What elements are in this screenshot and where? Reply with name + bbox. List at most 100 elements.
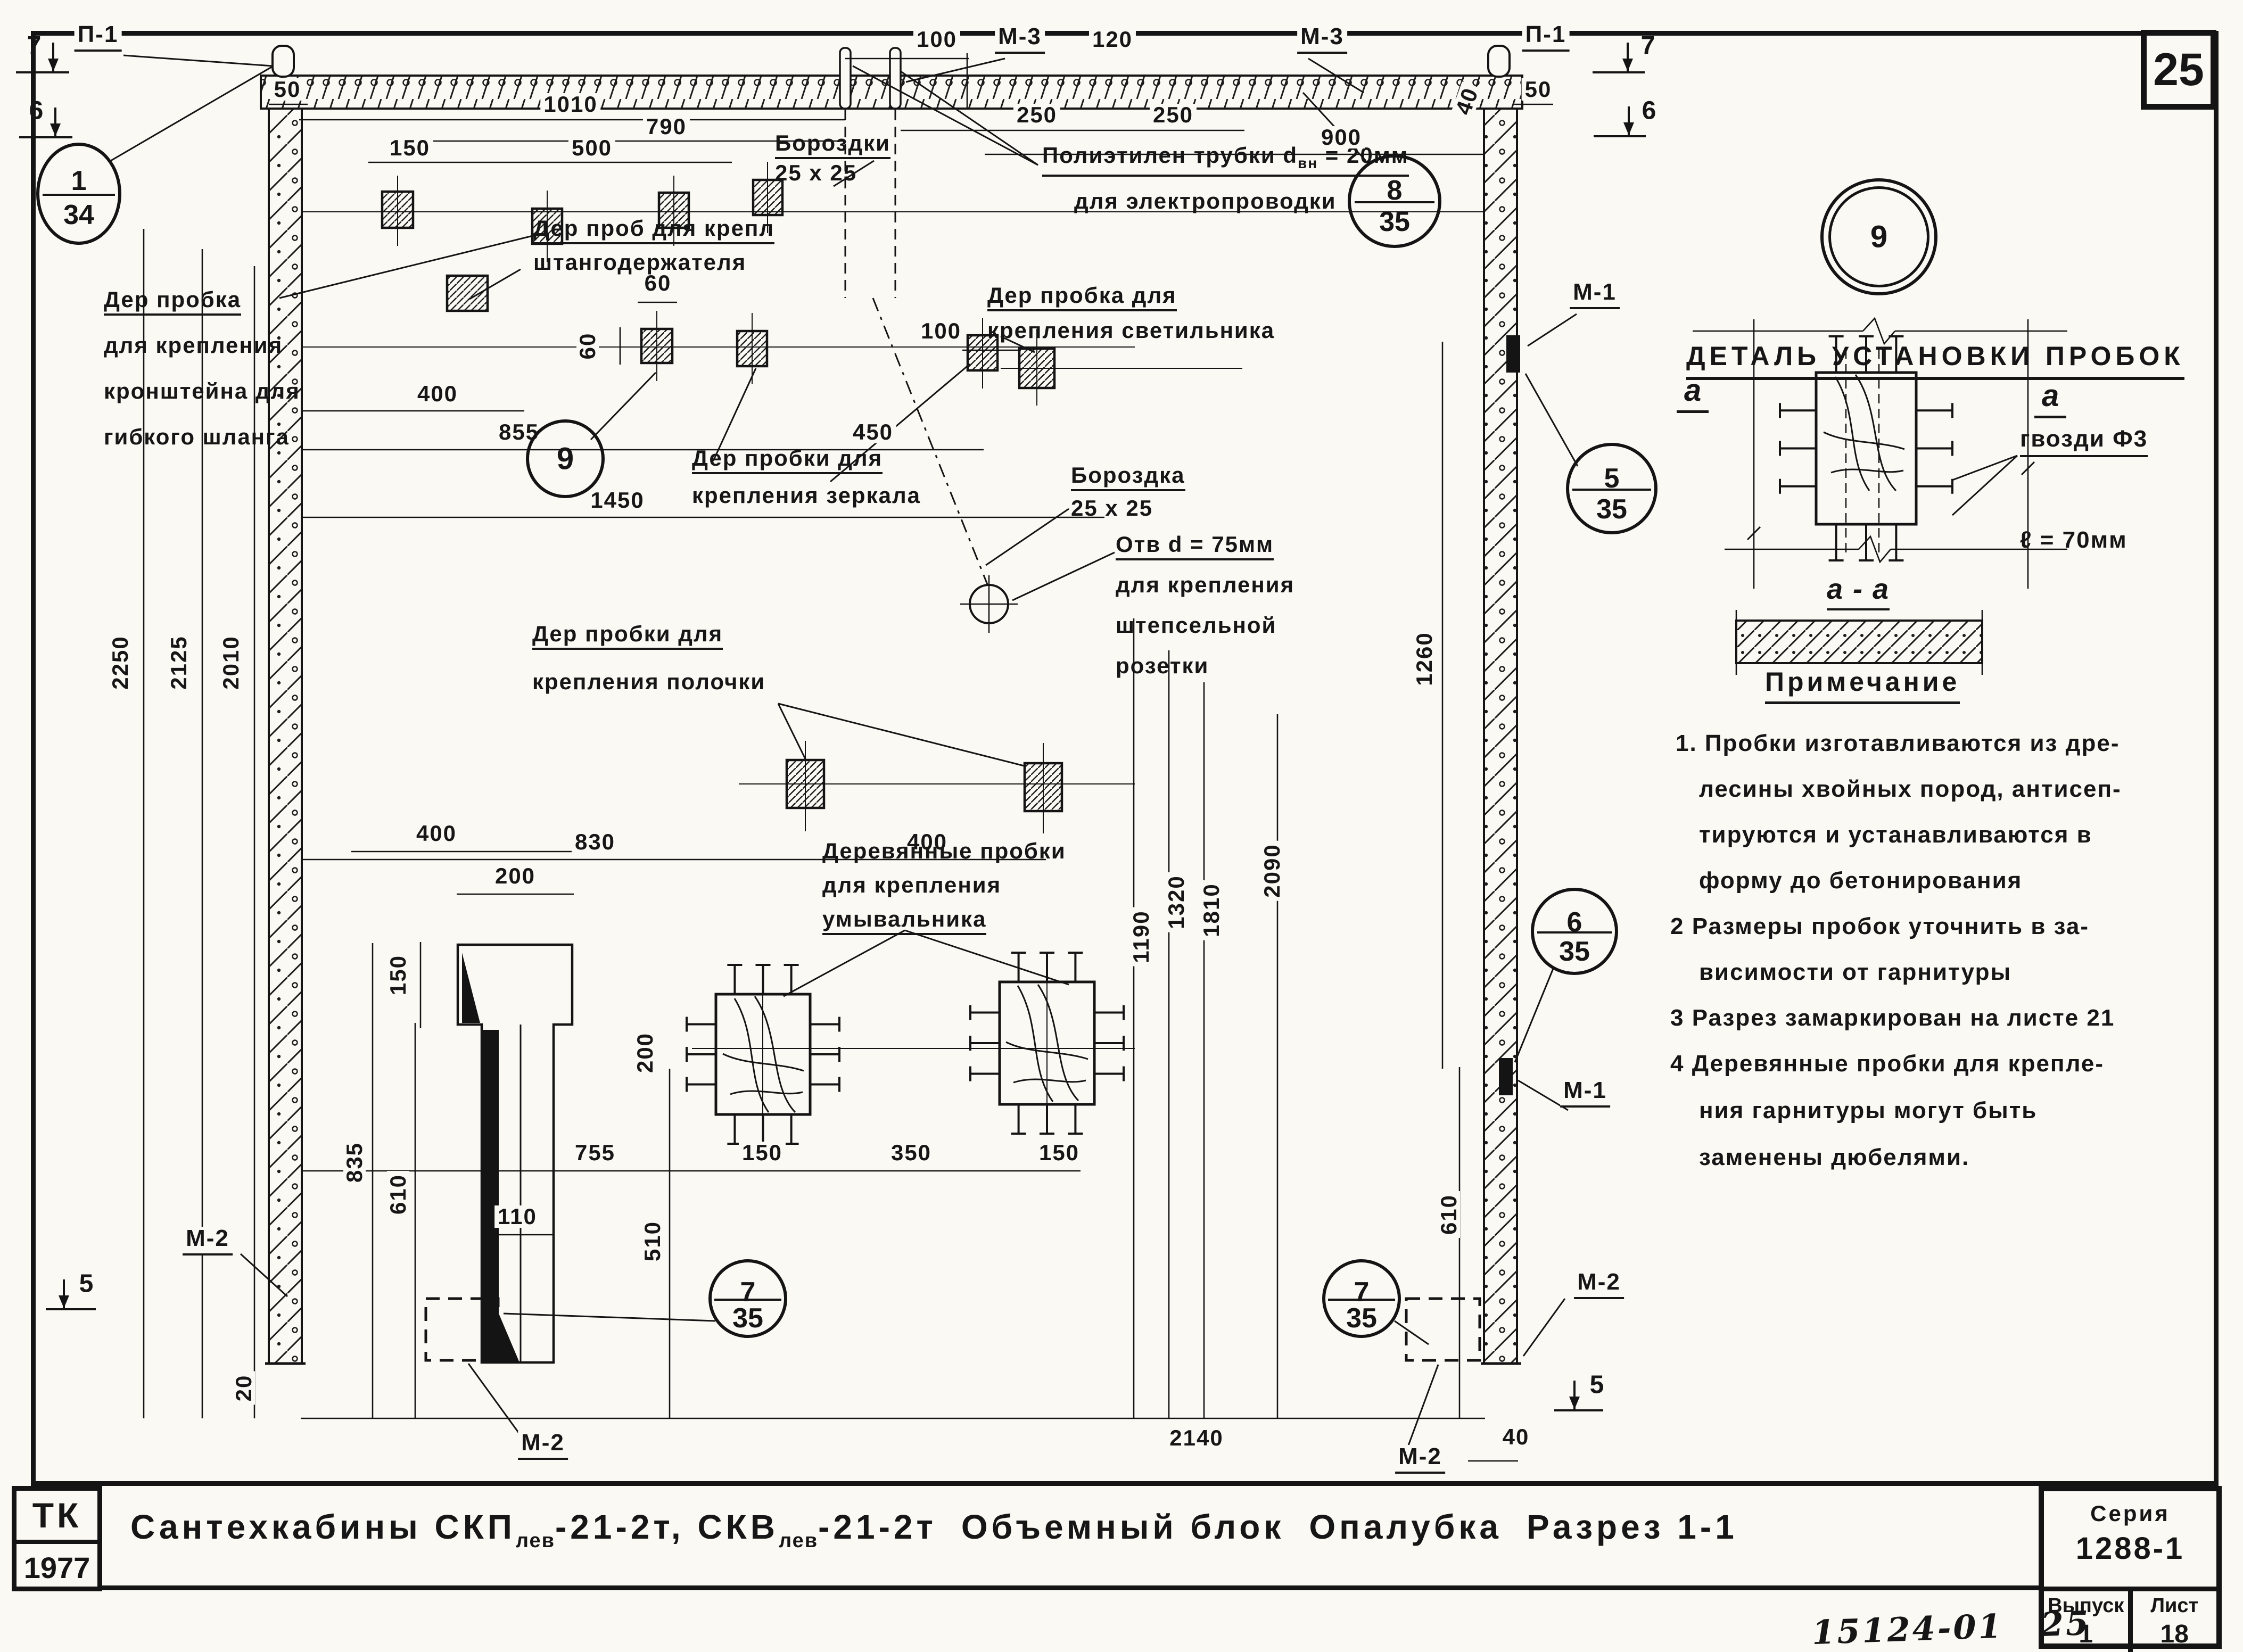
dimension-label: 2140 bbox=[1166, 1427, 1227, 1449]
doc-page: 25 bbox=[2040, 1603, 2092, 1645]
dimension-label: 1010 bbox=[540, 93, 601, 115]
marker-label: М-2 bbox=[518, 1431, 568, 1460]
note-line: форму до бетонирования bbox=[1699, 868, 2023, 894]
marker-label: М-1 bbox=[1570, 280, 1620, 309]
title-part: Опалубка bbox=[1309, 1508, 1502, 1546]
doc-number: 15124-01 bbox=[1811, 1606, 2004, 1652]
left-wall-cap bbox=[271, 45, 295, 78]
m1-marker-top bbox=[1506, 335, 1520, 373]
note-line: висимости от гарнитуры bbox=[1699, 959, 2012, 985]
section-a-right: a bbox=[2034, 378, 2067, 418]
dimension-label: 60 bbox=[575, 329, 600, 363]
note-line: 4 Деревянные пробки для крепле- bbox=[1670, 1051, 2104, 1077]
plug-installation-detail bbox=[1693, 317, 2067, 675]
dimension-label: 350 bbox=[887, 1142, 935, 1164]
dimension-label: 790 bbox=[642, 115, 690, 138]
stamp-year: 1977 bbox=[23, 1550, 90, 1584]
sheet-number-box: 25 bbox=[2141, 30, 2216, 110]
title-sub: лев bbox=[515, 1530, 555, 1552]
dimension-label: 50 bbox=[270, 78, 304, 101]
marker-label: М-1 bbox=[1560, 1079, 1610, 1108]
list-value: 18 bbox=[2160, 1620, 2189, 1648]
nails-label: гвозди Ф3 bbox=[2020, 426, 2148, 457]
dimension-label: 400 bbox=[414, 383, 461, 405]
title-part: -21-2т, СКВ bbox=[555, 1508, 779, 1546]
title-part: -21-2т bbox=[818, 1508, 937, 1546]
dimension-label: 2010 bbox=[218, 632, 243, 693]
dimension-label: 100 bbox=[917, 320, 965, 342]
note-line: 3 Разрез замаркирован на листе 21 bbox=[1670, 1005, 2115, 1031]
dimension-label: 20 bbox=[231, 1371, 256, 1405]
m1-marker-bottom bbox=[1499, 1058, 1513, 1095]
section-a-left: a bbox=[1677, 373, 1709, 413]
dimension-label: 200 bbox=[632, 1029, 657, 1077]
series-value: 1288-1 bbox=[2075, 1531, 2185, 1566]
left-wall bbox=[268, 108, 303, 1365]
title-part: Сантехкабины СКП bbox=[130, 1508, 516, 1546]
series-label: Серия bbox=[2090, 1501, 2170, 1526]
dimension-label: 2125 bbox=[166, 632, 191, 693]
note-line: ния гарнитуры могут быть bbox=[1699, 1097, 2038, 1124]
title-part: Разрез 1-1 bbox=[1526, 1508, 1738, 1546]
notes-heading: Примечание bbox=[1765, 666, 1960, 704]
dimension-label: 835 bbox=[342, 1138, 367, 1186]
dimension-label: 500 bbox=[568, 137, 616, 159]
dimension-label: 900 bbox=[1317, 126, 1365, 148]
list-label: Лист bbox=[2150, 1595, 2199, 1617]
dimension-label: 150 bbox=[1035, 1142, 1083, 1164]
title-sub: лев bbox=[778, 1530, 819, 1552]
dimension-label: 2250 bbox=[108, 632, 133, 693]
dimension-label: 830 bbox=[571, 831, 619, 853]
marker-label: М-2 bbox=[1395, 1445, 1445, 1474]
poly-label-sub: вн bbox=[1297, 155, 1318, 171]
m2-box-right bbox=[1405, 1297, 1481, 1362]
sheet-number: 25 bbox=[2153, 44, 2204, 95]
note-line: 2 Размеры пробок уточнить в за- bbox=[1670, 913, 2090, 939]
note-line: 1. Пробки изготавливаются из дре- bbox=[1676, 730, 2120, 756]
dimension-label: 40 bbox=[1499, 1426, 1533, 1448]
stamp-box: ТК 1977 bbox=[12, 1486, 102, 1591]
marker-label: М-2 bbox=[183, 1227, 233, 1255]
section-mark-label: 7 bbox=[27, 31, 42, 60]
callout-circle: 9 bbox=[1820, 178, 1937, 295]
section-mark-label: 5 bbox=[79, 1269, 94, 1298]
dimension-label: 120 bbox=[1088, 28, 1136, 51]
nail-length-label: ℓ = 70мм bbox=[2020, 527, 2127, 553]
dimension-label: 510 bbox=[640, 1217, 665, 1265]
marker-label: М-3 bbox=[1297, 25, 1347, 54]
section-mark-label: 6 bbox=[29, 96, 44, 125]
dimension-label: 755 bbox=[571, 1142, 619, 1164]
dimension-label: 2090 bbox=[1259, 840, 1284, 901]
dimension-label: 150 bbox=[386, 137, 434, 159]
formwork-profile bbox=[456, 943, 574, 1364]
marker-label: П-1 bbox=[74, 23, 122, 52]
dimension-label: 150 bbox=[738, 1142, 786, 1164]
marker-label: П-1 bbox=[1522, 23, 1570, 52]
marker-label: М-2 bbox=[1574, 1270, 1624, 1299]
dimension-label: 1190 bbox=[1128, 907, 1153, 967]
poly-tube-right bbox=[889, 47, 902, 110]
dimension-label: 100 bbox=[913, 28, 961, 51]
dimension-label: 1260 bbox=[1412, 629, 1437, 689]
poly-label-line2: для электропроводки bbox=[1074, 188, 1337, 213]
section-mark-label: 7 bbox=[1640, 31, 1655, 60]
dimension-label: 150 bbox=[385, 951, 410, 999]
dimension-label: 250 bbox=[1013, 104, 1061, 126]
dimension-label: 450 bbox=[849, 421, 897, 443]
dimension-label: 200 bbox=[491, 865, 539, 887]
series-block: Серия 1288-1 Выпуск 1 Лист 18 bbox=[2039, 1486, 2222, 1652]
dimension-label: 400 bbox=[413, 822, 460, 845]
issue-value: 1 bbox=[2079, 1620, 2093, 1648]
